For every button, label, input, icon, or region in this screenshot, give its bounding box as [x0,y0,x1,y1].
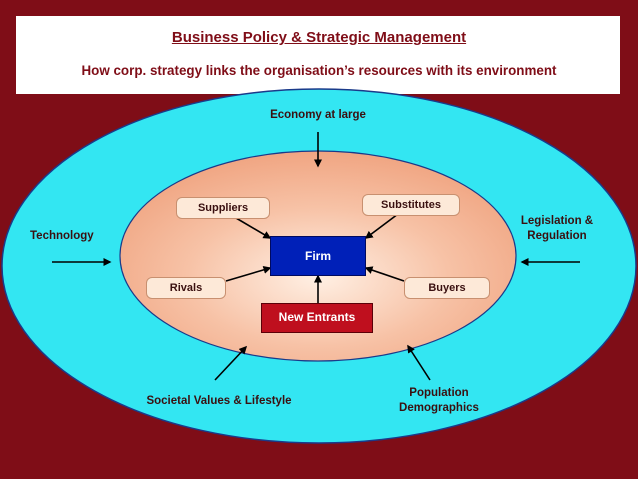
arrow-societal-values [214,345,248,381]
label-demographics: Population Demographics [384,386,494,416]
label-demographics-line2: Demographics [399,402,479,414]
slide-subtitle: How corp. strategy links the organisatio… [81,63,557,78]
firm-box: Firm [270,236,366,276]
arrow-substitutes [364,213,399,239]
label-societal-values: Societal Values & Lifestyle [146,395,292,407]
arrow-rivals [225,266,272,282]
label-legislation-line2: Regulation [527,230,587,242]
arrow-demographics [407,344,431,381]
slide-title: Business Policy & Strategic Management [171,29,467,46]
substitutes-box: Substitutes [362,194,460,216]
label-technology: Technology [30,230,94,242]
label-legislation-line1: Legislation & [520,215,594,227]
arrow-buyers [364,266,405,282]
new-entrants-box: New Entrants [261,303,373,333]
rivals-box: Rivals [146,277,226,299]
label-economy: Economy at large [270,109,366,121]
buyers-box: Buyers [404,277,490,299]
title-area [16,16,620,94]
suppliers-box: Suppliers [176,197,270,219]
arrow-suppliers [235,217,272,239]
label-legislation: Legislation & Regulation [502,214,612,244]
label-demographics-line1: Population [409,387,469,399]
